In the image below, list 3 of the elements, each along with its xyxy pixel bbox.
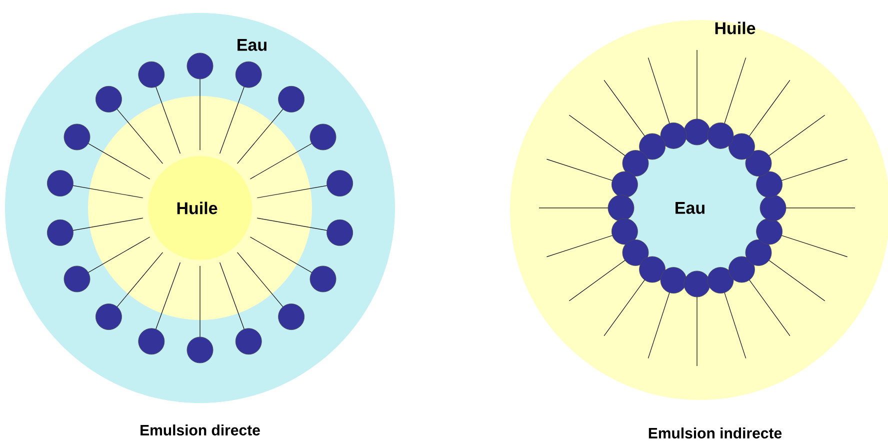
oil-region: Huile — [88, 96, 312, 320]
caption: Emulsion indirecte — [648, 427, 782, 438]
caption: Emulsion directe — [140, 424, 260, 436]
